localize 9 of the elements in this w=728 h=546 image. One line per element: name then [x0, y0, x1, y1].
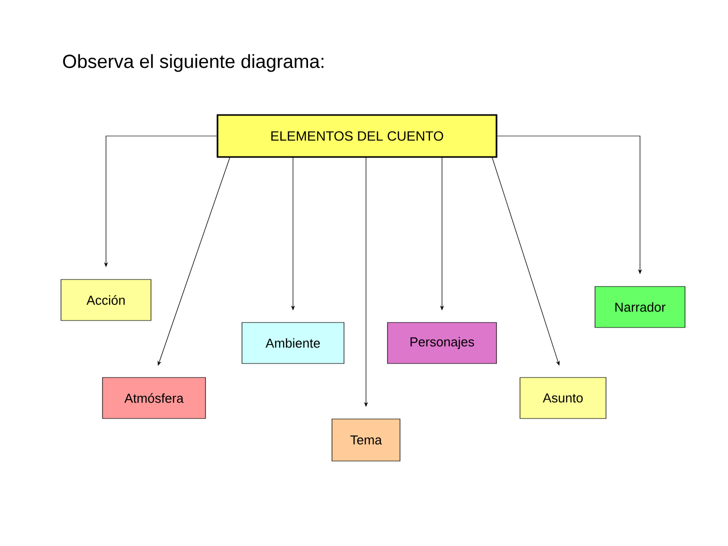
- element-box: Atmósfera: [102, 377, 206, 419]
- heading: Observa el siguiente diagrama:: [63, 54, 324, 72]
- element-box: Ambiente: [242, 322, 344, 364]
- element-box: Asunto: [520, 377, 606, 419]
- title-box: ELEMENTOS DEL CUENTO: [216, 114, 498, 158]
- element-box: Acción: [60, 279, 152, 321]
- element-box: Personajes: [387, 322, 497, 364]
- element-box: Tema: [332, 418, 400, 462]
- element-box: Narrador: [594, 286, 686, 328]
